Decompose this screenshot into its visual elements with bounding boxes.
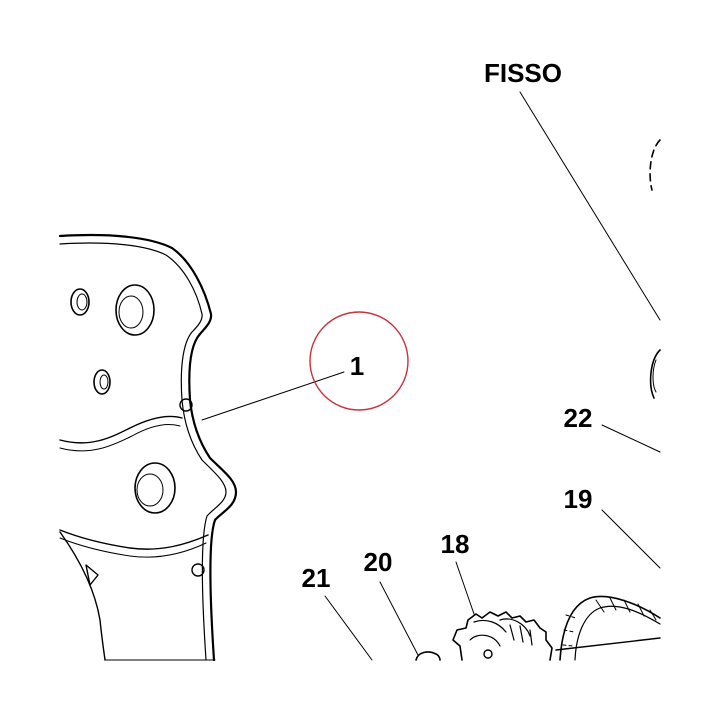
leader-lines: [201, 91, 661, 661]
leader-22: [601, 424, 661, 453]
leader-20: [379, 581, 419, 656]
toothed-pulley-part-18: [452, 611, 553, 661]
timing-cover-part-1: [58, 233, 238, 662]
highlight-circle: [309, 311, 409, 411]
callout-labels: FISSO 1 22 19 18 20 21: [302, 58, 593, 593]
callout-19: 19: [564, 484, 593, 514]
right-edge-components: [649, 139, 661, 399]
component-part-20: [415, 651, 441, 661]
callout-1: 1: [350, 351, 364, 381]
leader-1: [201, 371, 345, 421]
timing-belt-part-19: [555, 595, 661, 661]
leader-18: [455, 561, 475, 615]
callout-21: 21: [302, 563, 331, 593]
callout-fisso: FISSO: [484, 58, 562, 88]
leader-21: [324, 595, 373, 661]
callout-20: 20: [364, 547, 393, 577]
leader-19: [601, 509, 661, 569]
callout-18: 18: [441, 529, 470, 559]
callout-22: 22: [564, 403, 593, 433]
leader-fisso: [519, 91, 661, 321]
